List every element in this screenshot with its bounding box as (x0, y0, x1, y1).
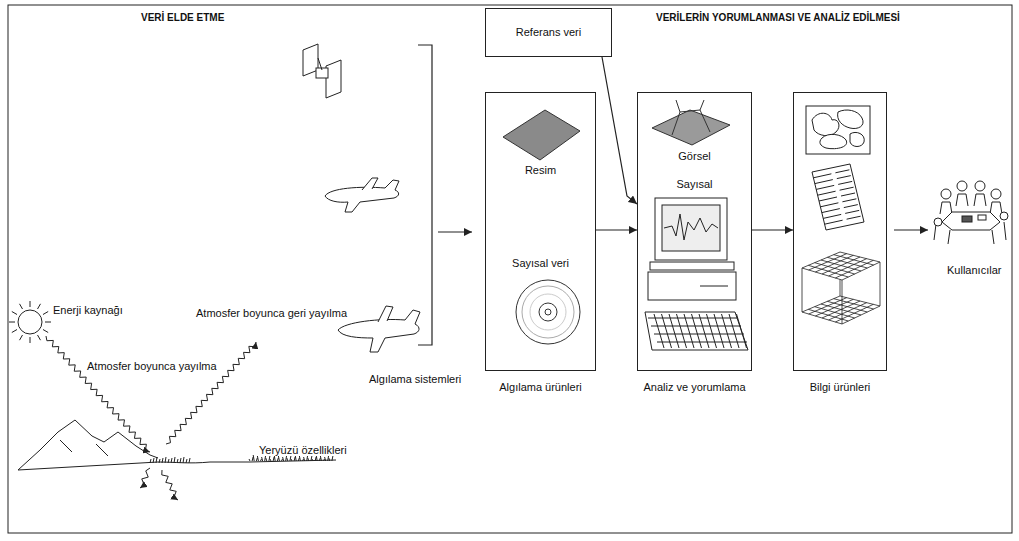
text-wrap: Resim (525, 164, 556, 177)
stage-box: Bilgi ürünleri (793, 92, 887, 371)
node-label: Resim (525, 164, 556, 176)
text-wrap: Analiz ve yorumlama (643, 381, 745, 394)
stage-caption: Bilgi ürünleri (810, 381, 871, 393)
figure-label: Atmosfer boyunca geri yayılma (195, 307, 348, 319)
label-wrap: VERİLERİN YORUMLANMASI VE ANALİZ EDİLMES… (655, 11, 901, 24)
grid-3d-icon (802, 252, 880, 324)
frame (8, 5, 1012, 533)
arrow (894, 229, 928, 230)
users-icon (934, 181, 1008, 244)
image-icon (503, 110, 580, 160)
sun-icon (9, 301, 51, 343)
label-wrap: Yeryüzü özellikleri (258, 444, 348, 457)
figure-label: Atmosfer boyunca yayılma (86, 360, 218, 372)
airplane-icon (338, 306, 420, 352)
label-wrap: Kullanıcılar (946, 264, 1002, 277)
stage-caption: Analiz ve yorumlama (643, 381, 745, 393)
flow-arrow (602, 57, 637, 204)
node-label: Görsel (678, 150, 710, 162)
section-heading: VERİLERİN YORUMLANMASI VE ANALİZ EDİLMES… (655, 12, 901, 23)
flow-arrow (596, 229, 637, 230)
node-label: Sayısal veri (512, 257, 569, 269)
stage-box: GörselSayısalAnaliz ve yorumlama (637, 92, 752, 371)
text-wrap: Algılama ürünleri (499, 381, 582, 394)
cd-icon (516, 280, 580, 344)
text-wrap: Sayısal (676, 178, 712, 191)
figure-label: Enerji kaynağı (52, 304, 124, 316)
stage-caption: Algılama ürünleri (499, 381, 582, 393)
flow-arrow (752, 229, 793, 230)
label-wrap: Atmosfer boyunca geri yayılma (195, 307, 348, 320)
figure-label: Algılama sistemleri (368, 373, 462, 385)
section-heading: VERİ ELDE ETME (140, 12, 225, 23)
text-wrap: Bilgi ürünleri (810, 381, 871, 394)
text-wrap: Referans veri (516, 26, 581, 39)
label-wrap: Atmosfer boyunca yayılma (86, 360, 218, 373)
text-wrap: Sayısal veri (512, 257, 569, 270)
figure-label: Kullanıcılar (946, 264, 1002, 276)
node-label: Sayısal (676, 178, 712, 190)
airplane-icon (325, 178, 399, 212)
stereo-image-icon (652, 100, 730, 145)
text-wrap: Görsel (678, 150, 710, 163)
label-wrap: VERİ ELDE ETME (140, 11, 225, 24)
satellite-icon (303, 44, 341, 98)
label-wrap: Algılama sistemleri (368, 373, 462, 386)
stage-box: ResimSayısal veriAlgılama ürünleri (485, 92, 596, 371)
node-label: Referans veri (516, 26, 581, 38)
radiation-arrow (46, 336, 256, 500)
reference-box: Referans veri (485, 8, 612, 57)
label-wrap: Enerji kaynağı (52, 304, 124, 317)
figure-label: Yeryüzü özellikleri (258, 444, 348, 456)
table-icon (812, 164, 864, 230)
computer-icon (645, 198, 748, 350)
map-icon (806, 106, 870, 154)
bracket (418, 45, 472, 345)
